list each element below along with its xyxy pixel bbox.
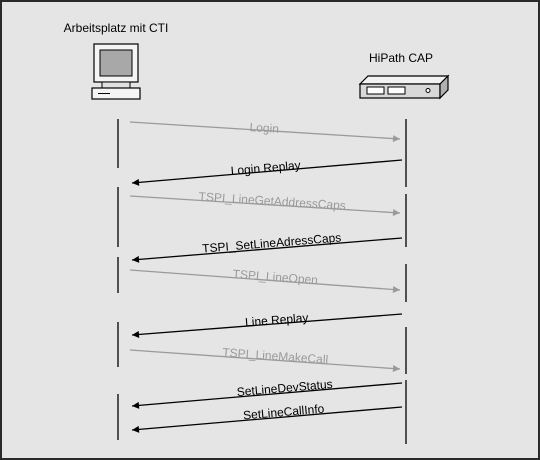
server-label: HiPath CAP bbox=[369, 51, 433, 65]
svg-text:Login: Login bbox=[249, 120, 279, 136]
message-tspi-lineopen: TSPI_LineOpen bbox=[129, 267, 401, 293]
svg-text:TSPI_SetLineAdressCaps: TSPI_SetLineAdressCaps bbox=[202, 230, 342, 255]
computer-workstation-icon bbox=[91, 43, 141, 100]
message-login-replay: Login Replay bbox=[131, 158, 403, 186]
server-appliance-icon bbox=[358, 74, 450, 100]
message-setlinecallinfo: SetLineCallInfo bbox=[131, 402, 403, 433]
svg-text:Login Replay: Login Replay bbox=[230, 158, 301, 178]
svg-text:TSPI_LineOpen: TSPI_LineOpen bbox=[232, 267, 318, 287]
client-label: Arbeitsplatz mit CTI bbox=[64, 21, 169, 35]
message-tspi-linegetaddresscaps: TSPI_LineGetAddressCaps bbox=[129, 189, 401, 217]
svg-text:SetLineCallInfo: SetLineCallInfo bbox=[243, 402, 326, 423]
svg-text:TSPI_LineGetAddressCaps: TSPI_LineGetAddressCaps bbox=[198, 189, 346, 212]
message-tspi-setlineadresscaps: TSPI_SetLineAdressCaps bbox=[131, 230, 403, 263]
message-tspi-linemakecall: TSPI_LineMakeCall bbox=[129, 345, 401, 372]
message-login: Login bbox=[129, 120, 401, 143]
message-line-replay: Line Replay bbox=[131, 311, 403, 338]
svg-text:SetLineDevStatus: SetLineDevStatus bbox=[236, 377, 333, 399]
svg-text:TSPI_LineMakeCall: TSPI_LineMakeCall bbox=[222, 345, 329, 366]
svg-text:Line Replay: Line Replay bbox=[245, 311, 309, 330]
message-setlinedevstatus: SetLineDevStatus bbox=[131, 377, 403, 409]
